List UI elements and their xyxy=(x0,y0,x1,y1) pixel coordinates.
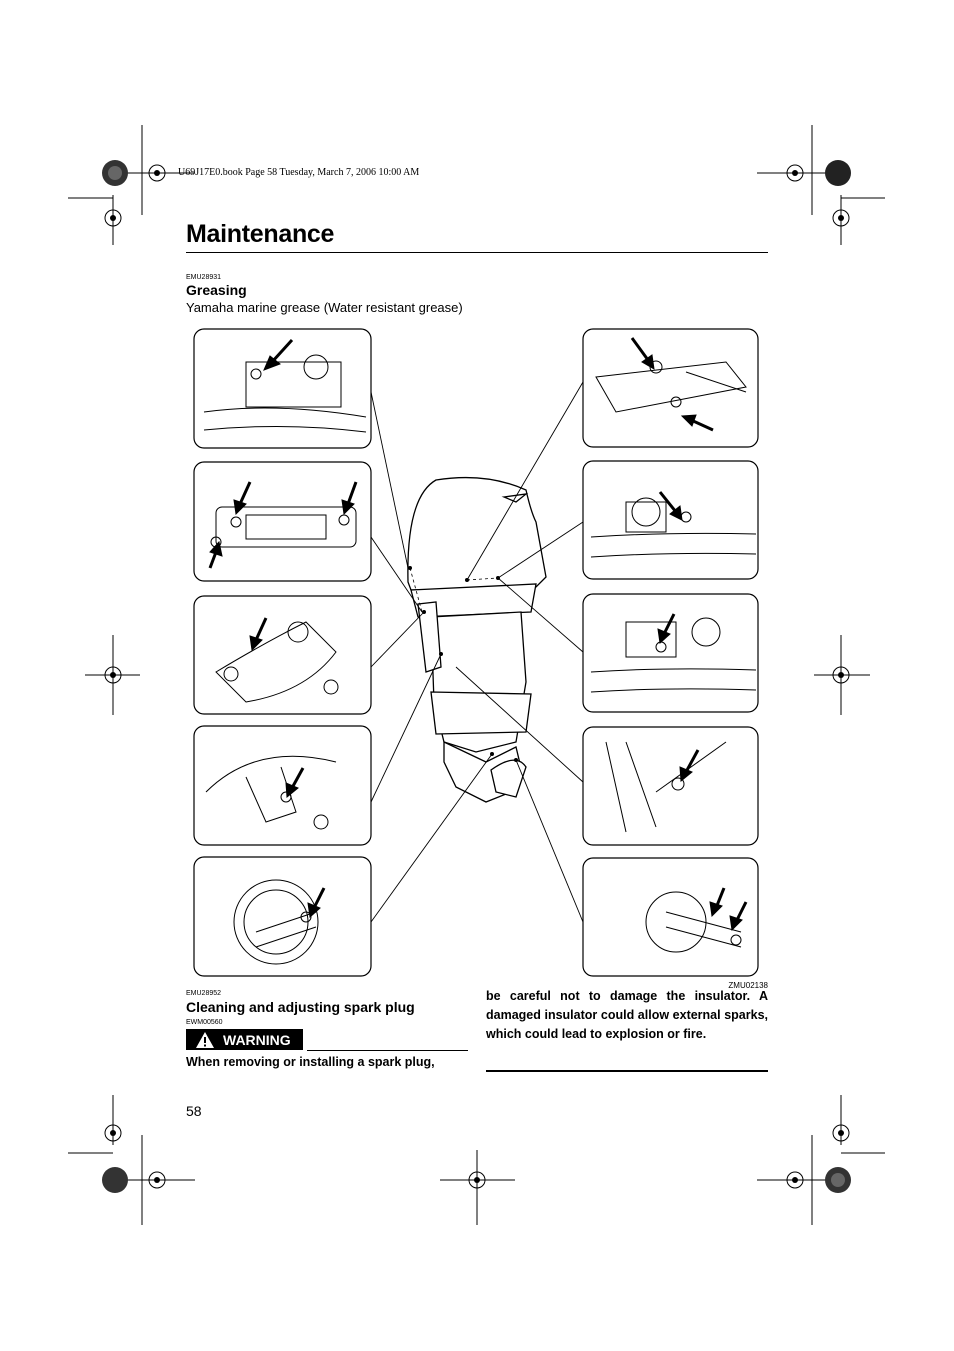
greasing-points-illustration: ZMU02138 xyxy=(186,322,768,990)
outboard-motor-figure xyxy=(193,328,759,977)
warning-badge: WARNING xyxy=(186,1029,303,1050)
page-number: 58 xyxy=(186,1103,202,1119)
book-header-line: U69J17E0.book Page 58 Tuesday, March 7, … xyxy=(178,167,420,178)
section-code-spark-plug: EMU28952 xyxy=(186,990,222,997)
page-title: Maintenance xyxy=(186,220,335,248)
warning-label: WARNING xyxy=(223,1031,291,1048)
warning-end-rule xyxy=(486,1070,768,1072)
warning-text-line1: When removing or installing a spark plug… xyxy=(186,1055,435,1069)
warning-code: EWM00560 xyxy=(186,1019,223,1026)
warning-rule xyxy=(307,1050,468,1051)
warning-triangle-icon xyxy=(196,1031,214,1048)
warning-text-continued: be careful not to damage the insulator. … xyxy=(486,989,768,1041)
greasing-description: Yamaha marine grease (Water resistant gr… xyxy=(186,300,463,315)
title-rule xyxy=(186,252,768,253)
greasing-heading: Greasing xyxy=(186,282,247,298)
section-code-greasing: EMU28931 xyxy=(186,274,222,281)
figure-code: ZMU02138 xyxy=(728,981,768,990)
spark-plug-heading: Cleaning and adjusting spark plug xyxy=(186,999,415,1015)
